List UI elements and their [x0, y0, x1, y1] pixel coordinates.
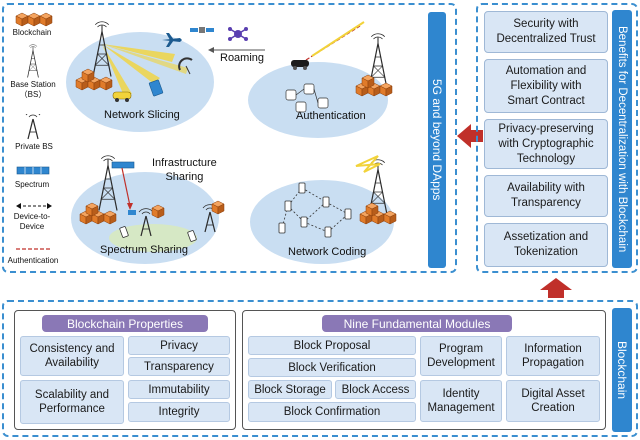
legend-blockchain-icon — [14, 10, 54, 28]
module-block-proposal: Block Proposal — [248, 336, 416, 355]
auth-car-icon — [291, 60, 309, 70]
tablet-icon — [148, 79, 164, 97]
property-immutability: Immutability — [128, 380, 230, 399]
slicing-beams — [102, 44, 188, 96]
spectrum-icon — [16, 166, 50, 175]
coding-bolt — [355, 155, 381, 173]
airplane-icon — [162, 33, 182, 47]
module-block-confirmation: Block Confirmation — [248, 402, 416, 422]
blockchain-bar-label: Blockchain — [615, 340, 629, 400]
property-transparency: Transparency — [128, 357, 230, 376]
dapps-bar-label: 5G and beyond DApps — [430, 79, 444, 201]
module-program-development: Program Development — [420, 336, 502, 376]
benefit-security: Security with Decentralized Trust — [484, 11, 608, 53]
modules-title: Nine Fundamental Modules — [322, 315, 512, 332]
drone-icon — [228, 27, 248, 41]
infra-link — [121, 167, 131, 207]
benefit-privacy: Privacy-preserving with Cryptographic Te… — [484, 119, 608, 169]
benefit-automation: Automation and Flexibility with Smart Co… — [484, 59, 608, 113]
module-information-propagation: Information Propagation — [506, 336, 600, 376]
module-digital-asset-creation: Digital Asset Creation — [506, 380, 600, 422]
property-consistency: Consistency and Availability — [20, 336, 124, 376]
property-privacy: Privacy — [128, 336, 230, 355]
scenarios-illustration — [66, 21, 428, 264]
private-bs-icon — [25, 114, 41, 140]
spectrum-sharing-label: Spectrum Sharing — [100, 244, 189, 256]
authentication-label: Authentication — [296, 110, 366, 122]
module-block-access: Block Access — [335, 380, 416, 399]
dapps-panel — [2, 3, 457, 273]
property-integrity: Integrity — [128, 402, 230, 422]
satellite-icon — [190, 27, 214, 33]
infra-blocks-small — [151, 204, 165, 219]
benefit-availability: Availability with Transparency — [484, 175, 608, 217]
module-block-storage: Block Storage — [248, 380, 332, 399]
roaming-label: Roaming — [220, 52, 265, 64]
car-icon — [112, 91, 132, 102]
properties-box — [14, 310, 236, 430]
spectrum-sharing-subellipse — [109, 224, 197, 252]
infra-blocks-small-2 — [211, 200, 225, 215]
legend-private-bs-label: Private BS — [15, 142, 53, 151]
satellite-dish-icon — [178, 57, 193, 75]
benefits-bar-label: Benefits for Decentralization with Block… — [616, 25, 628, 253]
property-scalability: Scalability and Performance — [20, 380, 124, 424]
benefits-bar: Benefits for Decentralization with Block… — [612, 10, 632, 268]
infra-spectrum-icon — [111, 161, 135, 169]
dapps-bar: 5G and beyond DApps — [428, 12, 446, 268]
legend-base-station-label: Base Station （BS） — [10, 80, 56, 99]
network-slicing-label: Network Slicing — [104, 109, 180, 121]
auth-bolt — [311, 21, 365, 57]
network-slicing-ellipse — [66, 32, 214, 132]
legend-d2d-label: Device-to- Device — [13, 212, 51, 231]
benefit-assetization: Assetization and Tokenization — [484, 223, 608, 267]
infra-spectrum-small — [128, 210, 136, 215]
module-block-verification: Block Verification — [248, 358, 416, 377]
base-station-icon — [27, 44, 39, 78]
auth-databases — [285, 83, 329, 113]
d2d-arrow-icon — [16, 203, 52, 209]
modules-box — [242, 310, 606, 430]
up-arrow-icon — [540, 278, 572, 298]
properties-title: Blockchain Properties — [42, 315, 208, 332]
blockchain-panel — [2, 300, 638, 437]
legend-blockchain-label: Blockchain — [12, 28, 52, 37]
legend-spectrum-label: Spectrum — [14, 180, 50, 189]
authentication-line-icon — [16, 248, 52, 250]
benefits-panel — [476, 3, 638, 273]
network-coding-label: Network Coding — [288, 246, 367, 258]
legend-authentication-label: Authentication — [7, 256, 59, 265]
blockchain-bar: Blockchain — [612, 308, 632, 432]
module-identity-management: Identity Management — [420, 380, 502, 422]
infrastructure-sharing-label: Infrastructure Sharing — [152, 157, 217, 183]
